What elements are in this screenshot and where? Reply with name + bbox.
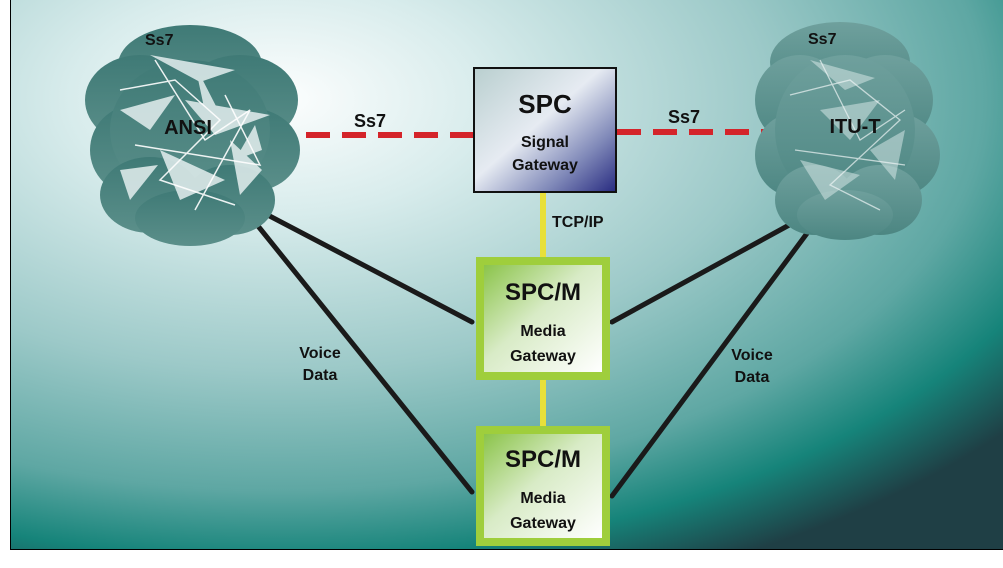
ss7-link-right-label: Ss7	[668, 107, 700, 127]
media-gateway-top-node[interactable]: SPC/M Media Gateway	[476, 257, 610, 380]
ss7-links	[306, 129, 775, 138]
media-gateway-top-line1: Media	[520, 323, 565, 340]
voice-data-links	[255, 209, 811, 499]
media-gateway-bottom-line2: Gateway	[510, 515, 576, 532]
ansi-network-label: ANSI	[164, 117, 212, 139]
itut-network-cloud	[755, 22, 940, 240]
itut-ss7-label: Ss7	[808, 31, 837, 48]
ansi-network-cloud	[85, 25, 300, 246]
media-gateway-top-line2: Gateway	[510, 348, 576, 365]
signal-gateway-line2: Gateway	[512, 157, 578, 174]
voice-data-right-line1: Voice	[731, 347, 773, 364]
tcpip-label: TCP/IP	[552, 214, 604, 231]
link-itut-to-media-top	[609, 215, 805, 325]
media-gateway-bottom-node[interactable]: SPC/M Media Gateway	[476, 426, 610, 546]
itut-network-label: ITU-T	[829, 116, 880, 138]
media-gateway-bottom-line1: Media	[520, 490, 565, 507]
signal-gateway-node[interactable]: SPC Signal Gateway	[473, 67, 617, 193]
link-ansi-to-media-top	[259, 209, 475, 325]
link-ansi-to-media-bottom	[255, 223, 475, 495]
link-itut-to-media-bottom	[609, 229, 811, 499]
signal-gateway-line1: Signal	[521, 134, 569, 151]
media-gateway-top-title: SPC/M	[505, 279, 581, 306]
ss7-link-left-label: Ss7	[354, 111, 386, 131]
media-gateway-bottom-title: SPC/M	[505, 446, 581, 473]
voice-data-left-line1: Voice	[299, 345, 341, 362]
voice-data-right-line2: Data	[735, 369, 770, 386]
voice-data-left-line2: Data	[303, 367, 338, 384]
signal-gateway-title: SPC	[518, 89, 572, 119]
ansi-ss7-label: Ss7	[145, 32, 174, 49]
